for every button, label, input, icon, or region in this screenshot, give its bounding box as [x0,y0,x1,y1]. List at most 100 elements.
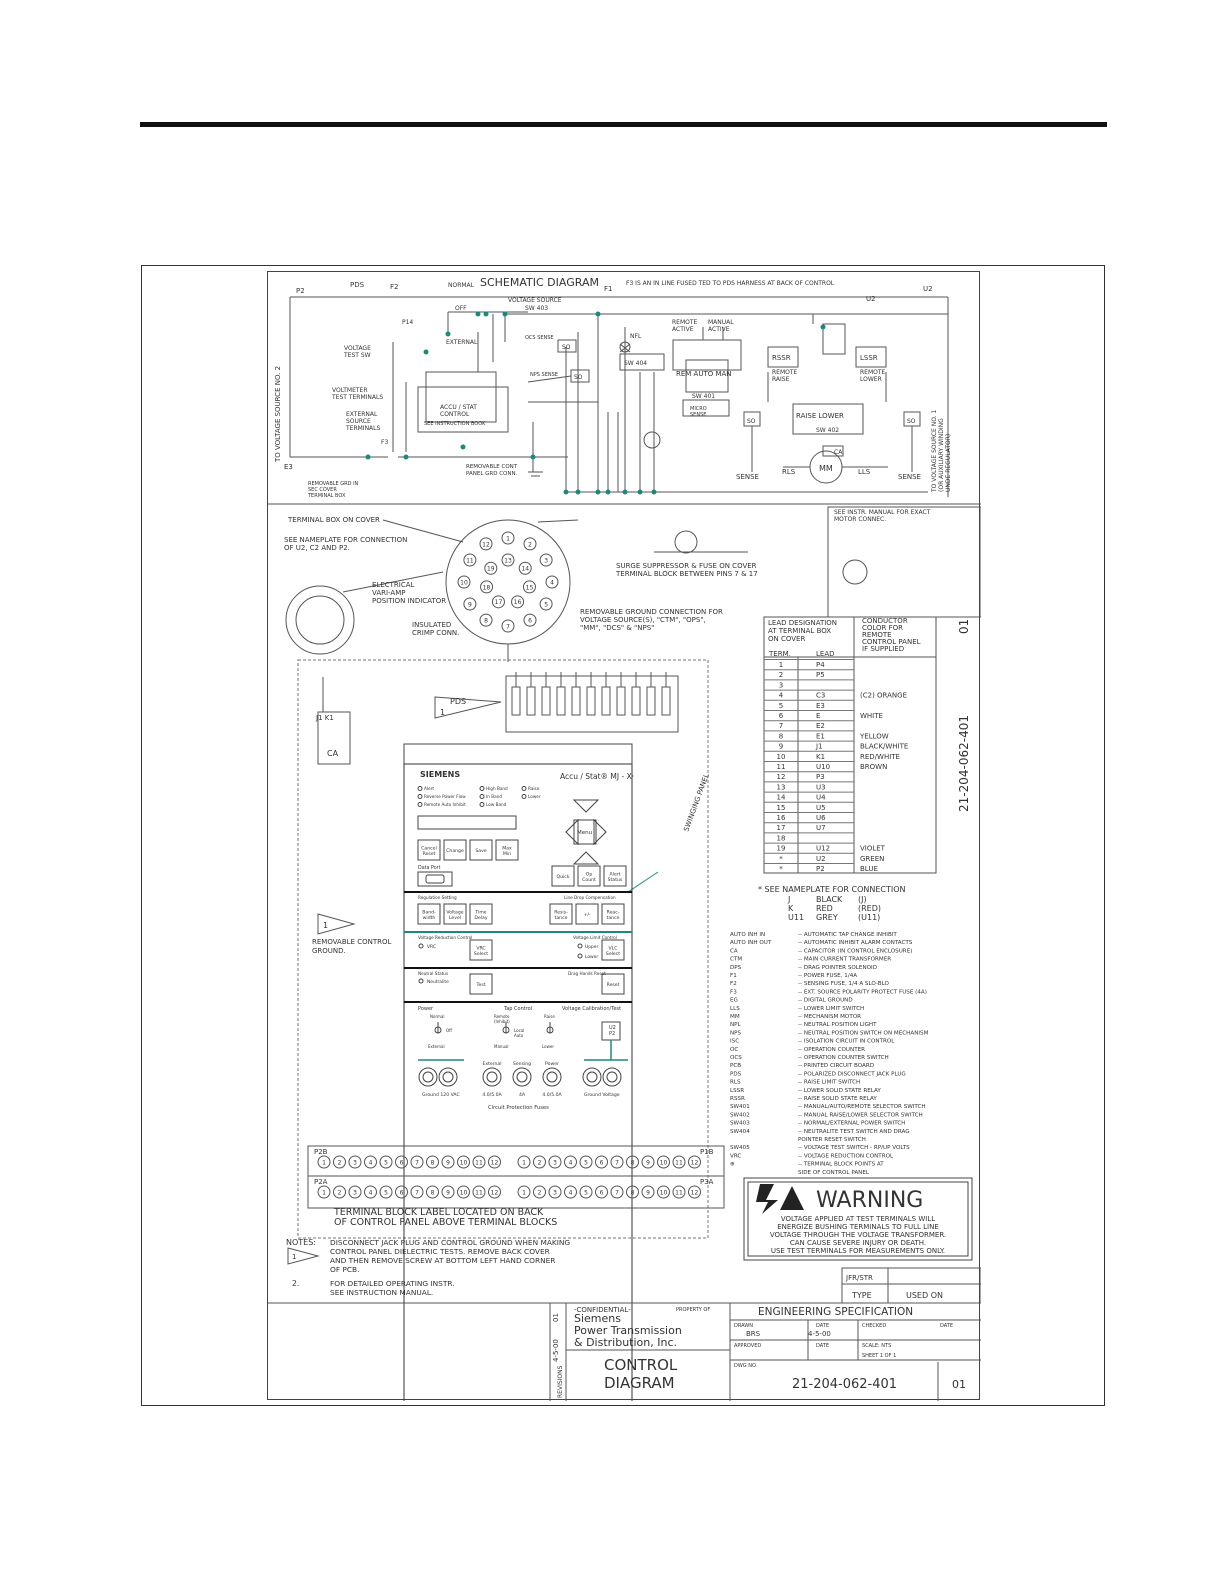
accustat-panel: SIEMENS Accu / Stat® MJ - X· AlertRevers… [403,743,634,1401]
switch-label: Raise [544,1014,555,1019]
panel-key[interactable] [417,839,441,861]
ground-tri-num: 1 [323,921,328,930]
panel-key[interactable] [443,839,467,861]
data-port-label: Data Port [418,865,441,871]
strip-terminal-num: 4 [369,1160,373,1167]
lead-table-lead: U7 [816,824,826,832]
legend-abbr: EG [730,998,738,1004]
page-frame [141,265,1105,1406]
panel-key[interactable] [601,903,625,925]
volt-cal-title: Voltage Calibration/Test [562,1006,621,1012]
label-p2: P2 [296,287,305,295]
legend-abbr: VRC [730,1153,741,1159]
lead-table-term: 5 [779,702,783,710]
legend-desc: -- SENSING FUSE, 1/4 A SLO-BLO [798,981,890,987]
legend-abbr: ISC [730,1039,739,1045]
legend-abbr: PDS [730,1071,742,1077]
terminal-pin-label: 9 [468,601,472,608]
label-f1: F1 [604,285,612,293]
strip-terminal [672,1155,686,1169]
panel-key[interactable] [601,939,625,961]
legend-abbr: SW402 [730,1112,750,1118]
label-external: EXTERNAL [446,339,478,346]
strip-terminal-num: 1 [522,1190,526,1197]
panel-key[interactable] [575,903,599,925]
lead-table-lead: P5 [816,671,825,679]
strip-terminal [364,1185,377,1199]
strip-terminal-num: 7 [615,1190,619,1197]
strip-terminal-num: 3 [353,1190,357,1197]
panel-key[interactable] [469,939,493,961]
date-label-1: DATE [816,1323,829,1329]
lead-table-term: * [779,855,783,863]
terminal-pin-16 [511,595,525,609]
panel-key[interactable] [549,903,573,925]
panel-key[interactable] [577,865,601,887]
panel-key[interactable] [469,839,493,861]
label-pds: PDS [350,281,365,289]
lead-table-footnote: * SEE NAMEPLATE FOR CONNECTION [758,885,906,894]
p3a-label: P3A [700,1178,714,1186]
legend-abbr: F3 [730,989,737,995]
panel-key[interactable] [495,839,519,861]
rev: 01 [952,1378,966,1391]
label-sense-l: SENSE [736,473,759,481]
notes: NOTES: 1 DISCONNECT JACK PLUG AND CONTRO… [286,1238,570,1297]
fuses-title: Circuit Protection Fuses [488,1105,549,1111]
strip-terminal [548,1185,562,1199]
strip-terminal-num: 9 [446,1190,450,1197]
strip-terminal [517,1185,531,1199]
terminal-pin-label: 16 [514,599,522,606]
label-sw404: SW 404 [624,360,647,367]
jfr-label: JFR/STR [845,1274,873,1282]
used-on-label: USED ON [906,1291,943,1300]
type-label: TYPE [851,1291,872,1300]
lead-table-lead: C3 [816,692,825,700]
strip-terminal [441,1155,455,1169]
strip-terminal-num: 3 [553,1160,557,1167]
panel-key[interactable] [469,973,493,995]
panel-key[interactable] [551,865,575,887]
panel-key-label: Count [582,877,596,883]
panel-key-label: Select [474,951,488,957]
panel-key[interactable] [417,903,441,925]
lead-table-lead: E3 [816,702,825,710]
panel-key[interactable] [601,973,625,995]
legend-desc: -- RAISE SOLID STATE RELAY [798,1096,877,1102]
strip-terminal [657,1155,670,1169]
legend-desc: -- OPERATION COUNTER [798,1047,865,1053]
strip-terminal-num: 11 [675,1160,683,1167]
siemens-logo: SIEMENS [420,770,460,779]
strip-terminal-num: 9 [646,1160,650,1167]
menu-key[interactable]: Menu [577,830,592,836]
strip-terminal-num: 2 [338,1160,342,1167]
panel-key[interactable] [469,903,493,925]
rev-side: 01 [552,1313,560,1322]
panel-key[interactable] [603,865,627,887]
terminal-pin-label: 18 [483,584,491,591]
panel-key[interactable] [443,903,467,925]
menu-keypad [565,799,607,865]
strip-terminal [488,1155,501,1169]
legend-desc: -- TERMINAL BLOCK POINTS AT [798,1162,884,1168]
strip-terminal [317,1155,331,1169]
lead-table-lead: U6 [816,814,826,822]
terminal-pin-7 [501,619,515,633]
data-port[interactable] [417,871,453,887]
legend-abbr: DPS [730,965,742,971]
strip-terminal-num: 5 [384,1160,388,1167]
pds-pin [541,686,551,716]
strip-terminal-num: 12 [691,1160,699,1167]
eng-spec: ENGINEERING SPECIFICATION [758,1306,913,1318]
lead-table-lead: E [816,712,820,720]
status-indicator: Raise [528,786,540,791]
label-so-2: SO [574,374,583,381]
fuse-rating: 4A [519,1092,526,1098]
label-sw402: SW 402 [816,427,839,434]
terminal-box-area [285,506,981,662]
legend-abbr: CTM [730,957,742,963]
strip-terminal [333,1185,346,1199]
terminal-pin-label: 3 [544,557,548,564]
